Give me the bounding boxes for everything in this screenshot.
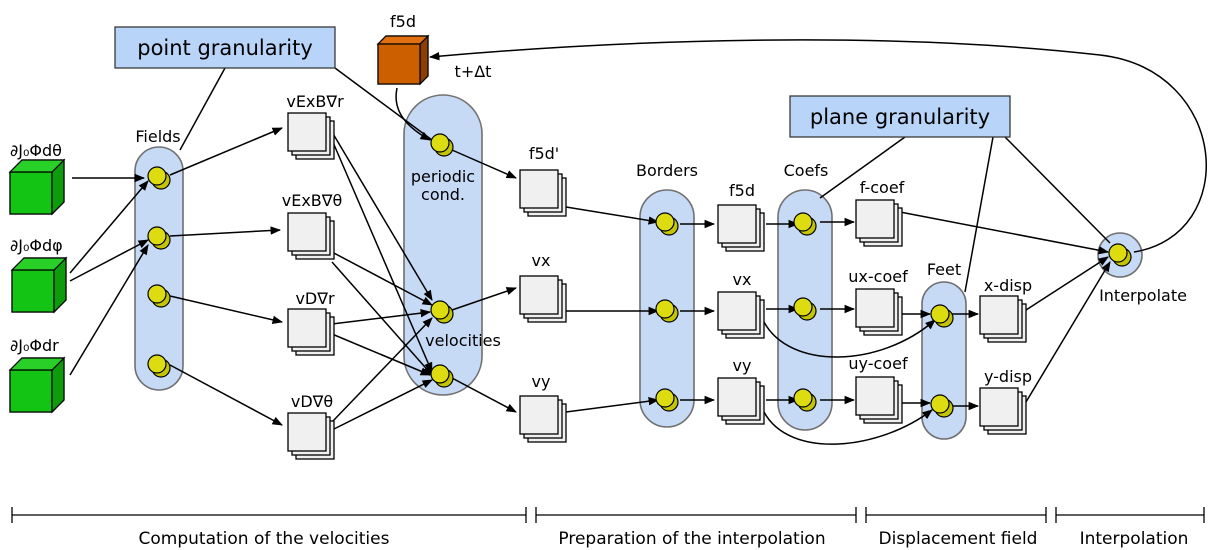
velocities-label: velocities <box>425 331 501 350</box>
phase-label: Interpolation <box>1080 529 1189 549</box>
document-stack-icon <box>287 112 335 160</box>
cube-icon <box>9 159 65 215</box>
data-label: f5d' <box>529 144 559 163</box>
document-stack-icon <box>717 204 765 252</box>
data-label: vExB∇θ <box>282 191 343 210</box>
document-stack-icon <box>855 376 903 424</box>
data-label: f5d <box>729 181 755 200</box>
input-label: ∂J₀Φdφ <box>10 236 63 255</box>
data-label: ux-coef <box>848 267 908 286</box>
phase-label: Computation of the velocities <box>139 529 390 549</box>
cube-icon <box>376 34 430 86</box>
data-label: uy-coef <box>848 354 908 373</box>
phase-label: Preparation of the interpolation <box>558 529 825 549</box>
fields-label: Fields <box>135 127 180 146</box>
data-label: x-disp <box>984 276 1032 295</box>
plane-granularity-box <box>789 95 1011 138</box>
document-stack-icon <box>287 212 335 260</box>
data-label: vExB∇r <box>286 92 344 111</box>
plane-granularity-label: plane granularity <box>810 105 990 129</box>
cube-icon <box>11 257 67 313</box>
document-stack-icon <box>287 308 335 356</box>
document-stack-icon <box>855 199 903 247</box>
document-stack-icon <box>979 295 1027 343</box>
data-label: vx <box>733 270 752 289</box>
interpolate-label: Interpolate <box>1099 286 1187 305</box>
document-stack-icon <box>979 387 1027 435</box>
document-stack-icon <box>717 291 765 339</box>
point-granularity-label: point granularity <box>137 36 313 60</box>
document-stack-icon <box>519 395 567 443</box>
feet-label: Feet <box>927 260 961 279</box>
phase-label: Displacement field <box>879 529 1038 549</box>
phase-timeline <box>11 507 1205 523</box>
input-label: ∂J₀Φdr <box>10 336 59 355</box>
document-stack-icon <box>287 412 335 460</box>
document-stack-icon <box>855 288 903 336</box>
f5d-cube-label: f5d <box>390 12 416 31</box>
data-label: vy <box>532 372 551 391</box>
periodic-label: cond. <box>421 185 465 204</box>
data-label: vy <box>733 356 752 375</box>
point-granularity-box <box>114 26 336 69</box>
data-label: y-disp <box>984 367 1032 386</box>
data-label: f-coef <box>860 178 905 197</box>
data-label: vD∇r <box>295 289 334 308</box>
periodic-label: periodic <box>411 167 475 186</box>
data-label: vD∇θ <box>291 392 333 411</box>
document-stack-icon <box>717 377 765 425</box>
data-label: vx <box>532 251 551 270</box>
borders-label: Borders <box>636 161 698 180</box>
coefs-label: Coefs <box>784 161 829 180</box>
document-stack-icon <box>519 169 567 217</box>
cube-icon <box>9 357 65 413</box>
fields-group <box>134 146 184 391</box>
timestep-label: t+Δt <box>455 62 492 81</box>
document-stack-icon <box>519 275 567 323</box>
input-label: ∂J₀Φdθ <box>10 141 62 160</box>
